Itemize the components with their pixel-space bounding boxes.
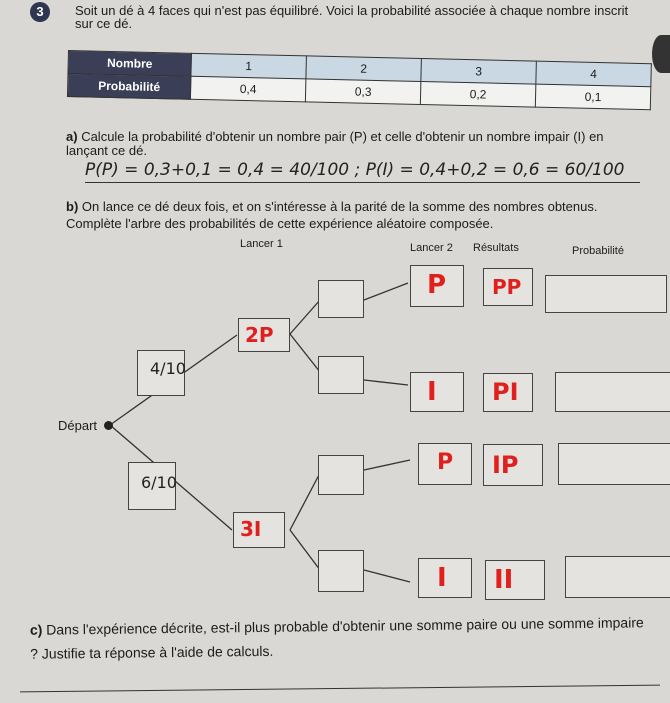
answer-line <box>85 182 640 183</box>
lancer2-box[interactable]: I <box>410 372 464 412</box>
result-box[interactable]: IP <box>483 444 543 486</box>
branch <box>289 299 321 335</box>
result-value: IP <box>492 451 519 479</box>
header-lancer2: Lancer 2 <box>410 242 453 254</box>
header-resultats: Résultats <box>473 242 519 254</box>
label: b) <box>66 199 79 214</box>
prob-box-i[interactable]: 6/10 <box>128 462 177 510</box>
result-box[interactable]: PP <box>483 268 533 306</box>
prob-box-p[interactable]: 4/10 <box>137 350 186 396</box>
lancer2-box[interactable]: P <box>410 265 464 307</box>
start-node <box>104 421 113 430</box>
result-value: PI <box>492 378 519 406</box>
exercise-number: 3 <box>30 2 50 22</box>
lancer2-prob-box[interactable] <box>318 356 364 394</box>
result-box[interactable]: PI <box>483 373 533 412</box>
header-probabilite: Probabilité <box>572 245 624 257</box>
intro-text: Soit un dé à 4 faces qui n'est pas équil… <box>75 3 629 31</box>
branch <box>363 569 411 583</box>
probability-box[interactable] <box>555 372 670 412</box>
lancer1-box-i[interactable]: 3I <box>233 512 285 548</box>
branch <box>289 333 321 373</box>
lancer2-prob-box[interactable] <box>318 550 364 592</box>
question-text: Dans l'expérience décrite, est-il plus p… <box>30 614 644 662</box>
branch <box>289 529 321 571</box>
probability-box[interactable] <box>558 443 670 485</box>
result-value: PP <box>492 275 522 299</box>
result-box[interactable]: II <box>485 560 545 600</box>
probability-box[interactable] <box>565 556 670 598</box>
lancer2-value: P <box>427 270 447 300</box>
lancer2-value: I <box>437 563 447 593</box>
branch <box>363 459 411 471</box>
question-text: On lance ce dé deux fois, et on s'intére… <box>66 199 598 231</box>
lancer1-box-p[interactable]: 2P <box>238 318 290 352</box>
label: c) <box>29 621 43 638</box>
question-b: b) On lance ce dé deux fois, et on s'int… <box>66 198 656 232</box>
question-text: Calcule la probabilité d'obtenir un nomb… <box>66 129 604 158</box>
probability-box[interactable] <box>545 275 667 313</box>
lancer2-prob-box[interactable] <box>318 455 364 495</box>
question-a: a) Calcule la probabilité d'obtenir un n… <box>66 130 606 158</box>
label: a) <box>66 129 78 144</box>
question-c: c) Dans l'expérience décrite, est-il plu… <box>30 610 651 666</box>
page-tab-marker <box>652 35 670 73</box>
lancer2-value: P <box>437 450 454 475</box>
lancer2-box[interactable]: P <box>418 443 472 485</box>
branch <box>289 472 321 531</box>
lancer2-box[interactable]: I <box>418 558 472 598</box>
lancer2-value: I <box>427 377 437 407</box>
lancer2-prob-box[interactable] <box>318 280 364 318</box>
header-lancer1: Lancer 1 <box>240 238 283 250</box>
result-value: II <box>494 565 514 595</box>
branch <box>363 282 409 301</box>
lancer1-value: 2P <box>245 323 274 347</box>
lancer1-value: 3I <box>240 517 262 541</box>
prob-value: 4/10 <box>150 359 186 378</box>
start-label: Départ <box>58 418 98 433</box>
prob-value: 6/10 <box>141 473 177 492</box>
branch <box>363 379 409 386</box>
answer-a: P(P) = 0,3+0,1 = 0,4 = 40/100 ; P(I) = 0… <box>85 160 625 180</box>
